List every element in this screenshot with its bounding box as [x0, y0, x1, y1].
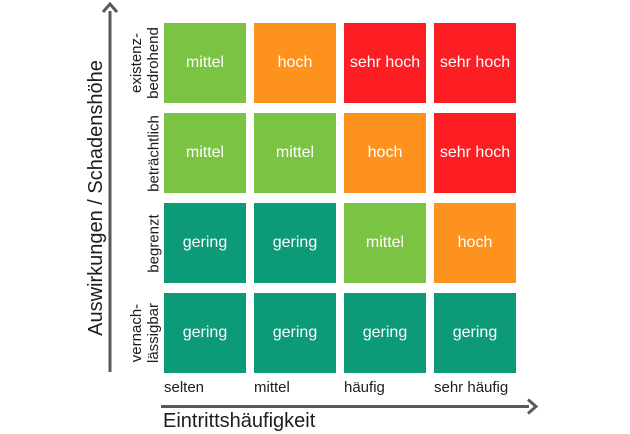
x-axis-title: Eintrittshäufigkeit [163, 410, 316, 432]
matrix-cell-r3c3: mittel [344, 203, 426, 283]
matrix-cell-r2c1: mittel [164, 113, 246, 193]
matrix-cell-r4c4: gering [434, 293, 516, 373]
x-tick-selten: selten [164, 379, 205, 396]
matrix-cell-r1c4: sehr hoch [434, 23, 516, 103]
y-axis-title: Auswirkungen / Schadenshöhe [85, 60, 107, 336]
matrix-cell-r4c2: gering [254, 293, 336, 373]
y-category-label-4: vernach-lässigbar [128, 302, 162, 364]
matrix-cell-r1c3: sehr hoch [344, 23, 426, 103]
matrix-cell-r2c2: mittel [254, 113, 336, 193]
x-tick-sehr-haeufig: sehr häufig [434, 379, 509, 396]
matrix-cell-r4c3: gering [344, 293, 426, 373]
matrix-cell-r1c2: hoch [254, 23, 336, 103]
matrix-cell-r2c3: hoch [344, 113, 426, 193]
matrix-cell-r4c1: gering [164, 293, 246, 373]
y-category-label-1: existenz-bedrohend [128, 27, 162, 99]
matrix-cell-r3c1: gering [164, 203, 246, 283]
x-axis-arrow [161, 398, 539, 415]
matrix-cell-r3c2: gering [254, 203, 336, 283]
matrix-cell-r1c1: mittel [164, 23, 246, 103]
y-category-label-2: beträchtlich [145, 114, 162, 192]
matrix-cell-r3c4: hoch [434, 203, 516, 283]
matrix-cell-r2c4: sehr hoch [434, 113, 516, 193]
x-tick-mittel: mittel [254, 379, 290, 396]
x-tick-haeufig: häufig [344, 379, 385, 396]
y-category-label-3: begrenzt [145, 213, 162, 273]
y-axis-arrow [101, 1, 119, 372]
